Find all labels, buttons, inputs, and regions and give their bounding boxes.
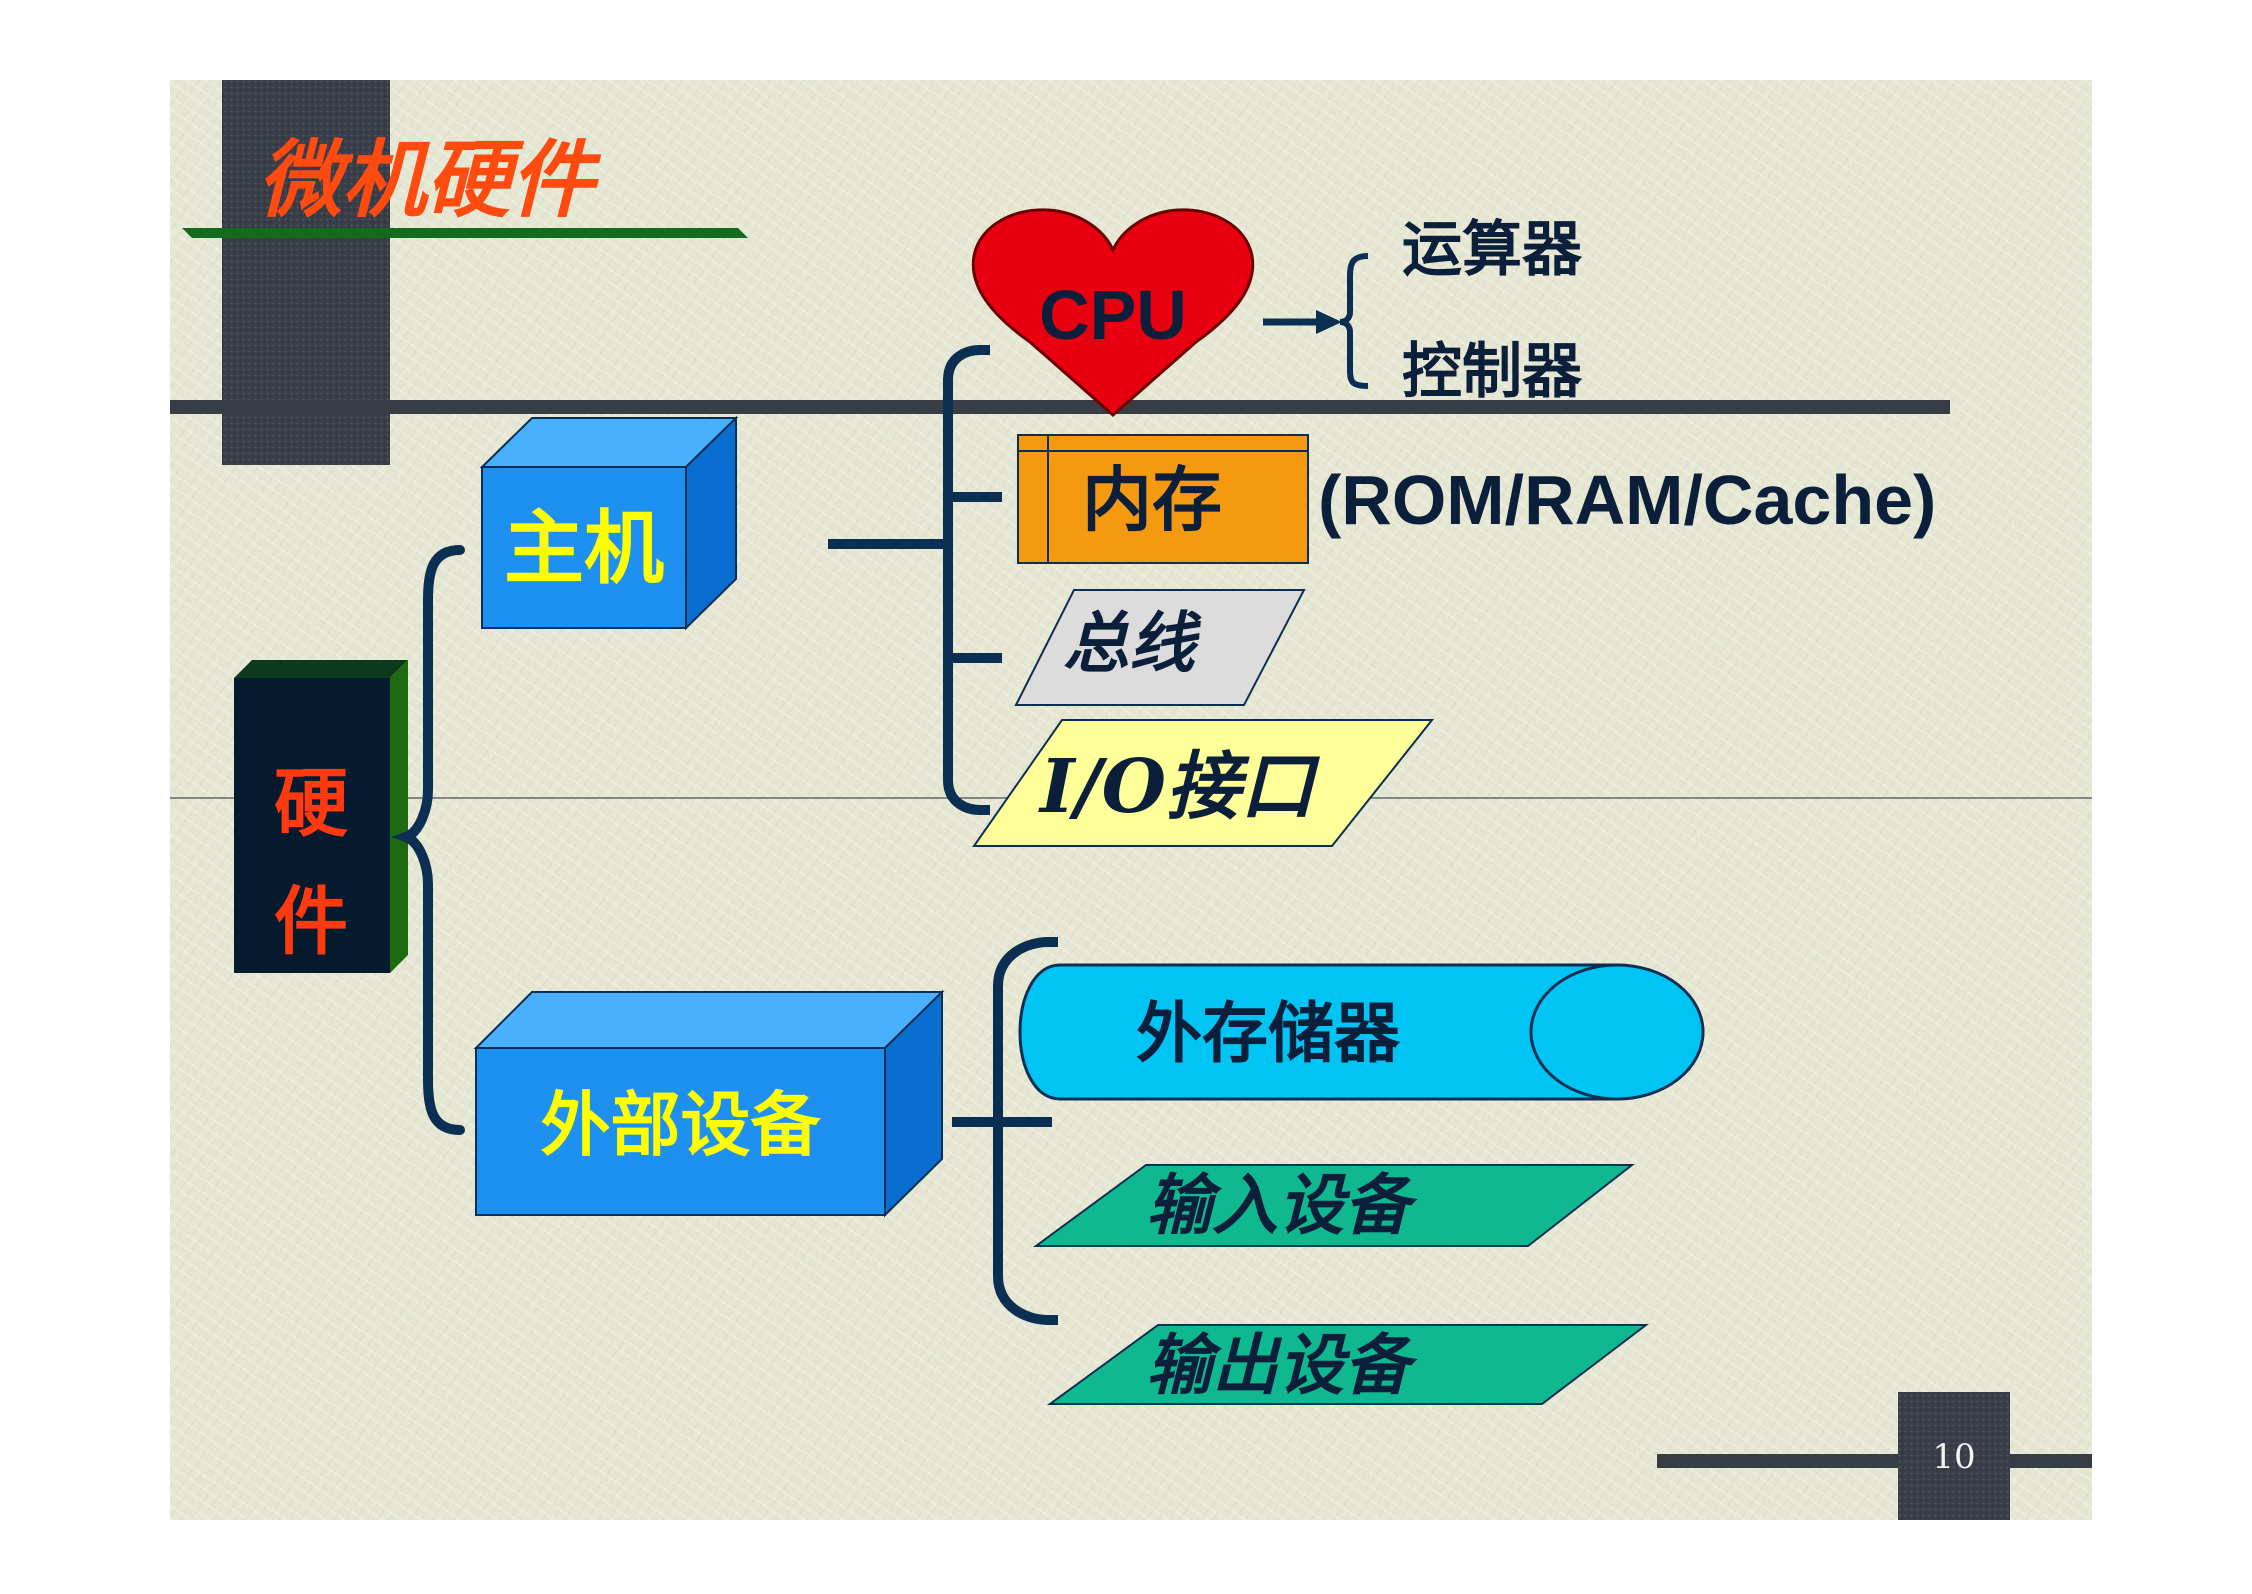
host-label: 主机 [504, 501, 664, 595]
host-box [479, 415, 739, 631]
output-shape [1046, 1324, 1649, 1405]
page-number: 10 [1932, 1437, 1976, 1477]
root-label: 硬件 [274, 761, 348, 966]
storage-label: 外存储器 [1136, 994, 1400, 1072]
peripherals-brace [993, 937, 1058, 1325]
bus-label: 总线 [1063, 604, 1195, 682]
diagram-canvas [170, 80, 2092, 1520]
root-brace [391, 545, 465, 1135]
input-devices-label: 输入设备 [1146, 1166, 1410, 1244]
output-devices-label: 输出设备 [1146, 1326, 1410, 1404]
cpu-parts-brace [1339, 253, 1369, 389]
slide-title: 微机硬件 [258, 130, 595, 229]
host-brace [943, 345, 990, 815]
memory-label: 内存 [1082, 458, 1222, 541]
alu-label: 运算器 [1402, 215, 1582, 285]
peripherals-label: 外部设备 [540, 1083, 821, 1166]
root-box [234, 660, 408, 973]
cpu-arrow-head [1316, 310, 1342, 334]
memory-block [1017, 434, 1309, 564]
storage-cylinder [1018, 963, 1705, 1101]
control-unit-label: 控制器 [1402, 337, 1582, 407]
bus-shape [1014, 589, 1306, 706]
cpu-label: CPU [1039, 276, 1187, 354]
slide: 微机硬件 硬件 主机 CPU 运算器 控制器 内存 (ROM/RAM/Cache… [170, 80, 2092, 1520]
header-rule [170, 400, 1950, 414]
io-label: I/O接口 [1040, 744, 1315, 830]
title-underline [182, 228, 748, 238]
page-number-box [1898, 1392, 2010, 1520]
peripherals-box [473, 989, 945, 1218]
memory-note: (ROM/RAM/Cache) [1318, 461, 1937, 539]
input-shape [1032, 1164, 1635, 1247]
io-shape [972, 719, 1435, 847]
cpu-heart [971, 208, 1255, 417]
footer-rule [1657, 1454, 2092, 1468]
